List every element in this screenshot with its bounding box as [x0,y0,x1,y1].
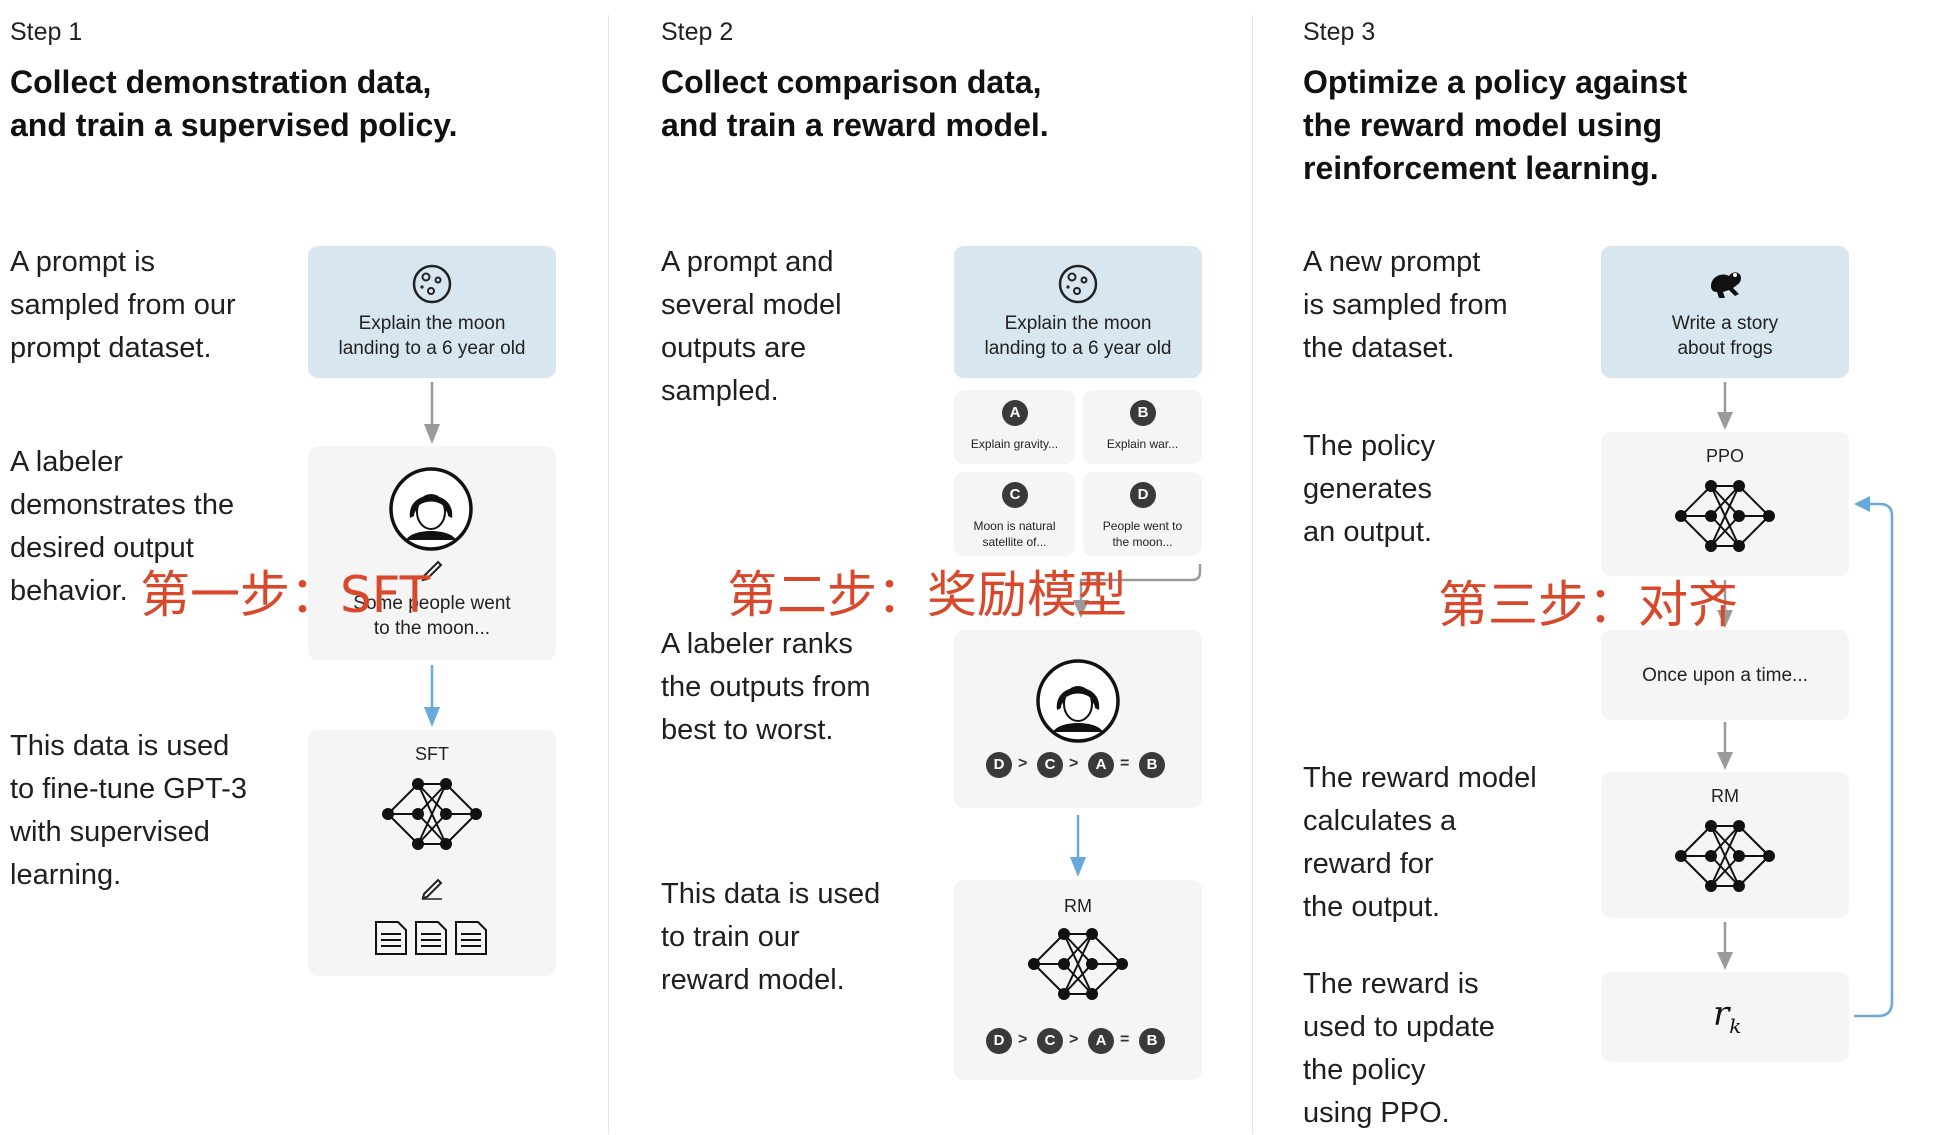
rank-badge: C [1037,1028,1063,1054]
arrow-down-icon [1717,580,1733,628]
step-1-title: Collect demonstration data, and train a … [10,64,458,143]
moon-icon [1058,264,1098,304]
neural-network-icon [1028,928,1128,1000]
rank-separator: > [1069,1031,1079,1048]
step-1-overlay-caption: 第一步：SFT [140,566,431,624]
arrow-down-blue-icon [424,665,440,727]
rank-separator: > [1069,755,1079,772]
column-divider-2 [1252,15,1253,1134]
rank-separator: > [1018,1031,1028,1048]
step-3-title: Optimize a policy against the reward mod… [1303,64,1688,186]
column-divider-1 [608,15,609,1134]
feedback-loop-arrow-icon [1854,496,1894,1018]
rank-badge: A [1088,752,1114,778]
step-2-title: Collect comparison data, and train a rew… [661,64,1049,143]
moon-icon [412,264,452,304]
rank-separator: = [1120,755,1130,772]
rank-badge: A [1088,1028,1114,1054]
rank-separator: > [1018,755,1028,772]
badge-d: D [1130,482,1156,508]
rank-badge: B [1139,1028,1165,1054]
rm-label: RM [1711,786,1739,806]
reward-symbol: rk [1713,994,1742,1038]
badge-c: C [1002,482,1028,508]
step-2-overlay-caption: 第二步：奖励模型 [727,566,1127,624]
step-3-rm-card: RM [1601,772,1849,918]
policy-output-text: Once upon a time... [1642,665,1808,686]
rank-badge: D [986,752,1012,778]
step-2-ranking-card: D > C > A = B [954,630,1202,808]
output-card-a: A Explain gravity... [954,390,1075,464]
ppo-label: PPO [1705,446,1744,466]
arrow-down-icon [424,382,440,444]
step-1-sft-card: SFT [308,730,556,976]
output-a-text: Explain gravity... [970,437,1059,451]
output-b-text: Explain war... [1106,437,1179,451]
labeler-avatar-icon [389,467,473,551]
step-3-overlay-caption: 第三步：对齐 [1438,576,1738,634]
sft-label: SFT [415,744,449,764]
pencil-icon [421,560,443,582]
badge-a: A [1002,400,1028,426]
rank-separator: = [1120,1031,1130,1048]
neural-network-icon [1675,480,1775,552]
pencil-icon [421,878,443,900]
frog-icon [1711,272,1741,298]
step-3-reward-card: rk [1601,972,1849,1062]
rm-label: RM [1064,896,1092,916]
output-card-b: B Explain war... [1083,390,1202,464]
step-2-rm-card: RM D > C > A = B [954,880,1202,1080]
documents-icon [375,921,487,955]
step-2-label: Step 2 [661,18,734,46]
neural-network-icon [382,778,482,850]
rank-badge: C [1037,752,1063,778]
arrow-down-icon [1717,722,1733,770]
rank-badge: D [986,1028,1012,1054]
arrow-down-icon [1717,922,1733,970]
labeler-avatar-icon [1036,659,1120,743]
arrow-down-icon [1717,382,1733,430]
arrow-down-blue-icon [1070,815,1086,877]
step-3-label: Step 3 [1303,18,1376,46]
step-3-ppo-card: PPO [1601,432,1849,576]
neural-network-icon [1675,820,1775,892]
bracket-connector-icon [1073,564,1202,618]
rank-badge: B [1139,752,1165,778]
step-3-output-card: Once upon a time... [1601,630,1849,720]
badge-b: B [1130,400,1156,426]
step-1-label: Step 1 [10,18,83,46]
